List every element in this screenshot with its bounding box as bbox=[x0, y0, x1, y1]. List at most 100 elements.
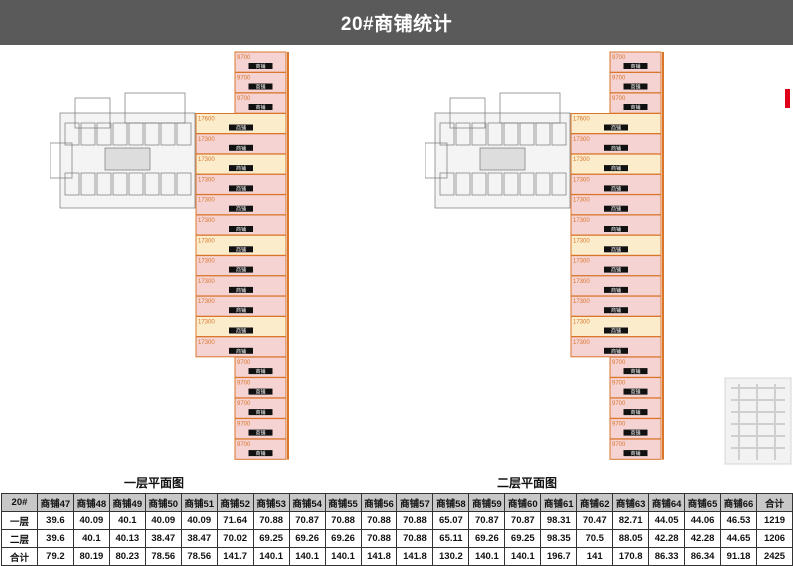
table-cell: 70.5 bbox=[576, 529, 614, 548]
table-header-cell: 商铺58 bbox=[432, 493, 470, 512]
shop-dimension: 9700 bbox=[237, 360, 251, 366]
shop-tag: 商铺 bbox=[611, 165, 621, 172]
shop-dimension: 9700 bbox=[237, 76, 251, 82]
table-header-cell: 商铺49 bbox=[108, 493, 146, 512]
shop-tag: 商铺 bbox=[611, 145, 621, 152]
shop-tag: 商铺 bbox=[611, 226, 621, 233]
table-cell: 141.8 bbox=[396, 547, 434, 566]
table-cell: 98.31 bbox=[540, 511, 578, 530]
table-cell: 40.13 bbox=[108, 529, 146, 548]
table-header-cell: 商铺64 bbox=[648, 493, 686, 512]
table-header-cell: 商铺59 bbox=[468, 493, 506, 512]
shop-unit bbox=[609, 438, 662, 460]
shop-dimension: 17300 bbox=[573, 238, 590, 244]
table-cell: 140.1 bbox=[288, 547, 326, 566]
table-cell: 38.47 bbox=[144, 529, 182, 548]
shop-dimension: 17300 bbox=[198, 177, 215, 183]
shop-tag: 商铺 bbox=[630, 389, 640, 396]
shop-dimension: 9700 bbox=[237, 381, 251, 387]
table-cell: 70.87 bbox=[504, 511, 542, 530]
shop-dimension: 17300 bbox=[198, 238, 215, 244]
shop-tag: 商铺 bbox=[255, 450, 265, 457]
shop-tag-box bbox=[248, 388, 273, 395]
shop-dimension: 17300 bbox=[573, 137, 590, 143]
shop-tag-box bbox=[248, 409, 273, 416]
table-cell: 40.09 bbox=[144, 511, 182, 530]
shop-tag: 商铺 bbox=[611, 206, 621, 213]
table-header-cell: 商铺53 bbox=[252, 493, 290, 512]
shop-tag-box bbox=[604, 246, 628, 253]
shop-column: 9700商铺9700商铺9700商铺17600商铺17300商铺17300商铺1… bbox=[570, 51, 664, 460]
table-cell: 69.26 bbox=[288, 529, 326, 548]
shop-tag-box bbox=[604, 185, 628, 192]
table-cell: 91.18 bbox=[720, 547, 758, 566]
shop-tag-box bbox=[623, 83, 648, 90]
table-cell: 46.53 bbox=[720, 511, 758, 530]
shop-tag: 商铺 bbox=[255, 63, 265, 70]
table-cell: 65.07 bbox=[432, 511, 470, 530]
table-cell: 69.25 bbox=[504, 529, 542, 548]
row-label-cell: 一层 bbox=[1, 511, 38, 530]
shop-tag-box bbox=[248, 429, 273, 436]
shop-tag: 商铺 bbox=[611, 287, 621, 294]
table-cell: 70.88 bbox=[324, 511, 362, 530]
shop-dimension: 17300 bbox=[573, 218, 590, 224]
shop-tag-box bbox=[604, 144, 628, 151]
shop-tag: 商铺 bbox=[611, 125, 621, 132]
table-cell: 130.2 bbox=[432, 547, 470, 566]
shop-tag-box bbox=[604, 165, 628, 172]
floor2-plan-drawing: 9700商铺9700商铺9700商铺17600商铺17300商铺17300商铺1… bbox=[425, 51, 664, 460]
shop-tag: 商铺 bbox=[236, 307, 246, 314]
table-header-cell: 商铺54 bbox=[288, 493, 326, 512]
shop-dimension: 9700 bbox=[612, 76, 626, 82]
shop-dimension: 17300 bbox=[198, 218, 215, 224]
table-cell: 38.47 bbox=[180, 529, 218, 548]
shop-dimension: 17300 bbox=[198, 299, 215, 305]
table-header-cell: 商铺47 bbox=[36, 493, 74, 512]
table-cell: 141 bbox=[576, 547, 614, 566]
table-cell: 40.1 bbox=[72, 529, 110, 548]
shop-dimension: 17600 bbox=[573, 117, 590, 123]
shop-tag: 商铺 bbox=[236, 165, 246, 172]
shop-tag: 商铺 bbox=[630, 104, 640, 111]
floor2-plan-title: 二层平面图 bbox=[497, 476, 558, 490]
shop-tag: 商铺 bbox=[611, 267, 621, 274]
table-cell: 42.28 bbox=[648, 529, 686, 548]
shop-tag-box bbox=[248, 368, 273, 375]
table-cell: 86.33 bbox=[648, 547, 686, 566]
shop-dimension: 17300 bbox=[573, 340, 590, 346]
shop-tag-box bbox=[248, 104, 273, 110]
shop-dimension: 17300 bbox=[573, 259, 590, 265]
table-cell: 70.87 bbox=[468, 511, 506, 530]
table-cell: 70.88 bbox=[396, 529, 434, 548]
shop-dimension: 9700 bbox=[612, 55, 626, 61]
table-cell: 79.2 bbox=[36, 547, 74, 566]
shop-tag: 商铺 bbox=[236, 185, 246, 192]
shop-tag-box bbox=[229, 246, 253, 253]
shop-tag-box bbox=[229, 266, 253, 273]
table-cell: 141.8 bbox=[360, 547, 398, 566]
shop-dimension: 17600 bbox=[198, 117, 215, 123]
shop-dimension: 17300 bbox=[198, 198, 215, 204]
shop-tag: 商铺 bbox=[255, 409, 265, 416]
table-cell: 80.23 bbox=[108, 547, 146, 566]
table-cell: 82.71 bbox=[612, 511, 650, 530]
shop-tag: 商铺 bbox=[255, 84, 265, 91]
table-cell: 70.87 bbox=[288, 511, 326, 530]
shop-tag-box bbox=[229, 144, 253, 151]
shop-tag-box bbox=[623, 368, 648, 375]
table-cell: 86.34 bbox=[684, 547, 722, 566]
table-cell: 1206 bbox=[756, 529, 793, 548]
row-label-cell: 合计 bbox=[1, 547, 38, 566]
shop-dimension: 9700 bbox=[237, 55, 251, 61]
shop-tag: 商铺 bbox=[611, 246, 621, 253]
shop-tag-box bbox=[623, 409, 648, 416]
shop-tag: 商铺 bbox=[630, 430, 640, 437]
shop-tag: 商铺 bbox=[630, 368, 640, 375]
shop-tag-box bbox=[604, 266, 628, 273]
table-header-cell: 商铺57 bbox=[396, 493, 434, 512]
table-cell: 196.7 bbox=[540, 547, 578, 566]
